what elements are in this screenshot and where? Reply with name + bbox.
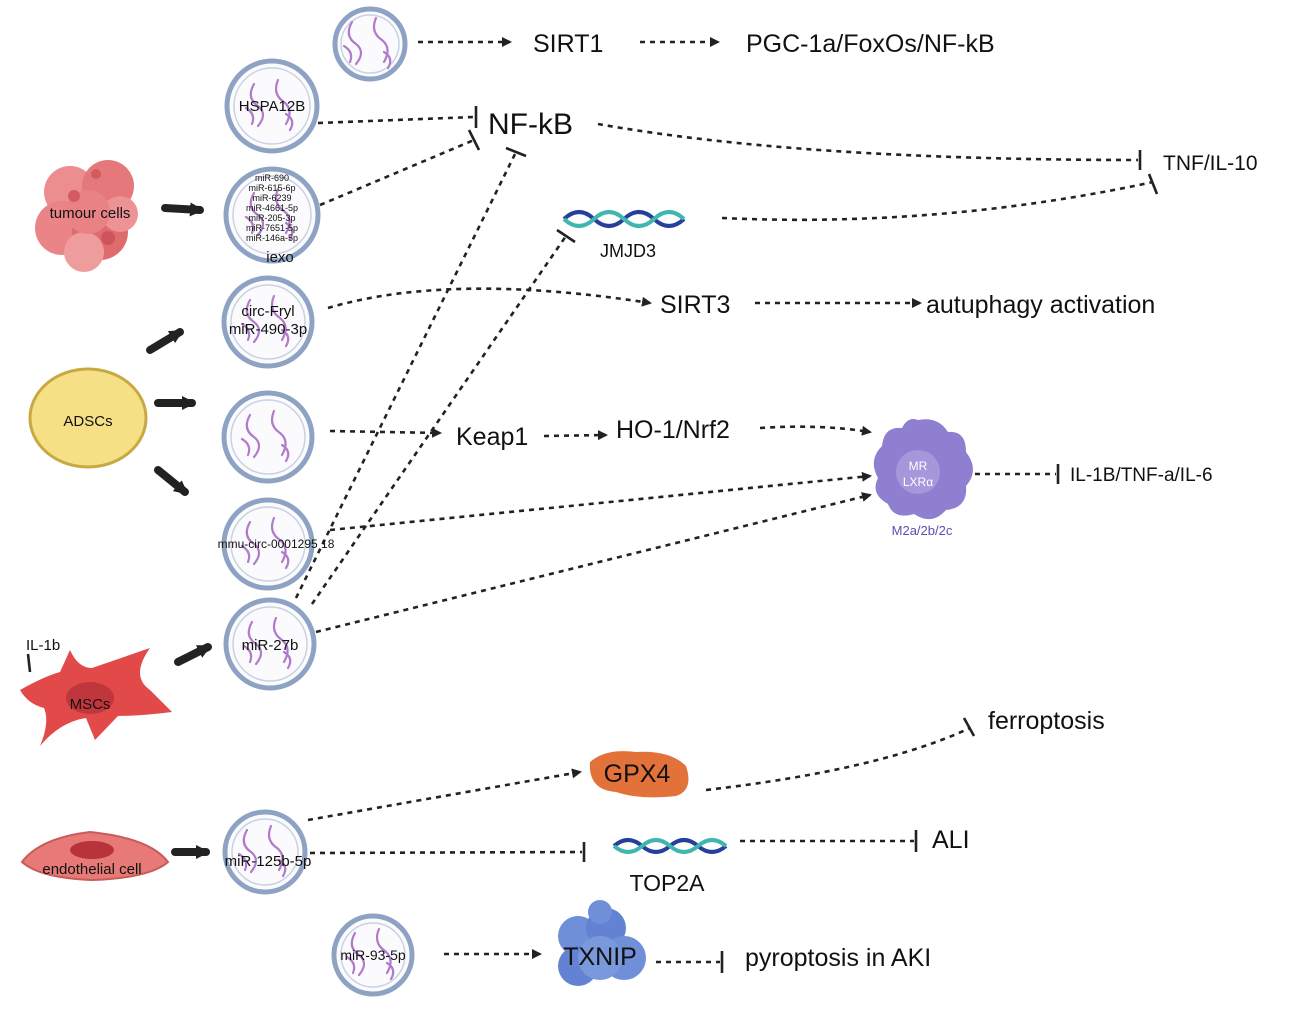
adsc-cell bbox=[28, 367, 148, 469]
msc-label: MSCs bbox=[70, 696, 111, 713]
top2a-dna-icon bbox=[612, 838, 728, 854]
svg-text:miR-6239: miR-6239 bbox=[252, 193, 291, 203]
il1b-link bbox=[26, 653, 32, 673]
vesicle-iexo bbox=[223, 166, 321, 264]
macrophage-lxr-label: LXRα bbox=[903, 475, 933, 489]
autophagy-label: autuphagy activation bbox=[926, 291, 1155, 319]
pyroptosis-label: pyroptosis in AKI bbox=[745, 944, 931, 972]
macrophage-cell bbox=[873, 419, 973, 520]
mir93-label: miR-93-5p bbox=[340, 947, 406, 963]
hspa12b-label: HSPA12B bbox=[239, 98, 305, 115]
svg-text:miR-7651-5p: miR-7651-5p bbox=[246, 223, 298, 233]
svg-text:miR-4661-5p: miR-4661-5p bbox=[246, 203, 298, 213]
vesicle-circ-fryl bbox=[221, 275, 315, 369]
jmjd3-dna-icon bbox=[562, 210, 686, 228]
iexo-mirna-list: miR-690 miR-615-6p miR-6239 miR-4661-5p … bbox=[246, 173, 298, 243]
cell-to-vesicle-arrows bbox=[146, 202, 212, 859]
top2a-label: TOP2A bbox=[630, 870, 706, 896]
txnip-protein bbox=[558, 900, 646, 986]
pgc-label: PGC-1a/FoxOs/NF-kB bbox=[746, 30, 995, 58]
nfkb-label: NF-kB bbox=[488, 108, 573, 141]
il1b-tnf-label: IL-1B/TNF-a/IL-6 bbox=[1070, 465, 1213, 486]
vesicle-keap1 bbox=[221, 390, 315, 484]
tumour-cells-label: tumour cells bbox=[50, 205, 131, 222]
sirt3-label: SIRT3 bbox=[660, 291, 730, 319]
tnf-label: TNF/IL-10 bbox=[1163, 152, 1258, 175]
adsc-label: ADSCs bbox=[63, 413, 112, 430]
vesicle-mir125b bbox=[222, 809, 308, 895]
mir125b-label: miR-125b-5p bbox=[225, 853, 312, 870]
il1b-label: IL-1b bbox=[26, 637, 60, 654]
endothelial-label: endothelial cell bbox=[42, 861, 141, 878]
gpx4-label: GPX4 bbox=[604, 760, 671, 788]
svg-text:miR-205-3p: miR-205-3p bbox=[248, 213, 295, 223]
vesicle-top bbox=[332, 6, 408, 82]
tumour-cell-cluster bbox=[35, 160, 138, 272]
vesicle-mir27b bbox=[223, 597, 317, 691]
gpx4-protein bbox=[589, 751, 689, 798]
vesicle-mir93 bbox=[331, 913, 415, 997]
iexo-label: iexo bbox=[266, 249, 294, 266]
mmu-circ-label: mmu-circ-0001295 18 bbox=[218, 537, 335, 551]
txnip-label: TXNIP bbox=[563, 943, 637, 971]
vesicle-mmu-circ bbox=[221, 497, 315, 591]
sirt1-label: SIRT1 bbox=[533, 30, 603, 58]
svg-text:miR-146a-5p: miR-146a-5p bbox=[246, 233, 298, 243]
mir490-label: miR-490-3p bbox=[229, 321, 307, 338]
mir27b-label: miR-27b bbox=[242, 637, 299, 654]
ferroptosis-label: ferroptosis bbox=[988, 707, 1105, 735]
m2-label: M2a/2b/2c bbox=[892, 523, 953, 538]
jmjd3-label: JMJD3 bbox=[600, 241, 656, 261]
svg-text:miR-615-6p: miR-615-6p bbox=[248, 183, 295, 193]
ho1-label: HO-1/Nrf2 bbox=[616, 416, 730, 444]
vesicle-hspa12b bbox=[224, 58, 320, 154]
svg-text:miR-690: miR-690 bbox=[255, 173, 289, 183]
ali-label: ALI bbox=[932, 826, 970, 854]
keap1-label: Keap1 bbox=[456, 423, 528, 451]
circ-fryl-label: circ-Fryl bbox=[241, 303, 294, 320]
connectors bbox=[294, 37, 1159, 973]
macrophage-mr-label: MR bbox=[909, 459, 928, 473]
